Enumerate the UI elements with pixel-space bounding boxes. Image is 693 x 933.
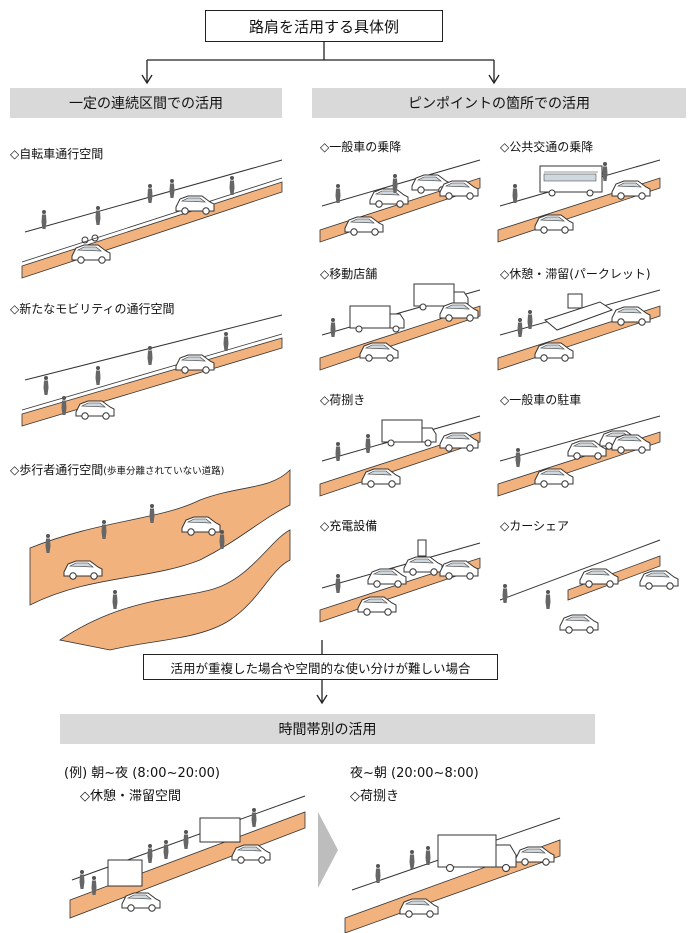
caption-new-mobility-lane: ◇新たなモビリティの通行空間 — [10, 302, 175, 316]
daytime-use-label: ◇休憩・滞留空間 — [80, 789, 181, 804]
caption-pedestrian-space: ◇歩行者通行空間(歩車分離されていない道路) — [10, 461, 224, 478]
scene-car-pickup — [319, 159, 481, 243]
scene-parklet — [497, 289, 661, 371]
caption-charging: ◇充電設備 — [320, 519, 378, 533]
time-section-header: 時間帯別の活用 — [60, 714, 595, 744]
chevron-right-icon — [318, 812, 338, 888]
caption-car-pickup: ◇一般車の乗降 — [320, 140, 402, 154]
scene-daytime-rest — [69, 795, 306, 919]
time-header-text: 時間帯別の活用 — [278, 722, 377, 738]
scene-transit-pickup — [497, 159, 661, 243]
pinpoint-section-header: ピンポイントの箇所での活用 — [312, 88, 686, 118]
page-title: 路肩を活用する具体例 — [205, 10, 443, 42]
scene-new-mobility — [21, 314, 283, 427]
pedestrian-label: ◇歩行者通行空間 — [10, 463, 104, 477]
pedestrian-note: (歩車分離されていない道路) — [103, 466, 225, 477]
caption-mobile-shop: ◇移動店舗 — [320, 267, 378, 281]
scene-car-parking — [497, 415, 661, 497]
caption-parklet: ◇休憩・滞留(パークレット) — [500, 267, 651, 281]
caption-bicycle-lane: ◇自転車通行空間 — [10, 147, 104, 161]
continuous-header-text: 一定の連続区間での活用 — [69, 96, 223, 112]
caption-transit-pickup: ◇公共交通の乗降 — [500, 140, 594, 154]
lower-arrow-head — [316, 694, 328, 705]
continuous-section-header: 一定の連続区間での活用 — [10, 88, 282, 118]
scene-night-loading — [344, 817, 561, 933]
scene-mobile-shop — [319, 283, 481, 371]
caption-carshare: ◇カーシェア — [500, 519, 569, 533]
scene-charging — [319, 539, 481, 623]
scene-bicycle-lane — [21, 159, 283, 279]
overlap-note: 活用が重複した場合や空間的な使い分けが難しい場合 — [143, 654, 498, 680]
scene-carshare — [499, 539, 679, 634]
caption-loading: ◇荷捌き — [320, 393, 366, 407]
overlap-note-text: 活用が重複した場合や空間的な使い分けが難しい場合 — [170, 660, 471, 676]
pinpoint-header-text: ピンポイントの箇所での活用 — [408, 96, 590, 112]
daytime-label: (例) 朝~夜 (8:00~20:00) — [64, 766, 220, 781]
nighttime-use-label: ◇荷捌き — [350, 789, 399, 804]
page-title-text: 路肩を活用する具体例 — [248, 17, 399, 36]
scene-loading — [319, 415, 481, 497]
scene-pedestrian — [29, 469, 291, 651]
branch-arrows — [141, 42, 500, 85]
nighttime-label: 夜~朝 (20:00~8:00) — [350, 766, 479, 781]
caption-car-parking: ◇一般車の駐車 — [500, 393, 582, 407]
